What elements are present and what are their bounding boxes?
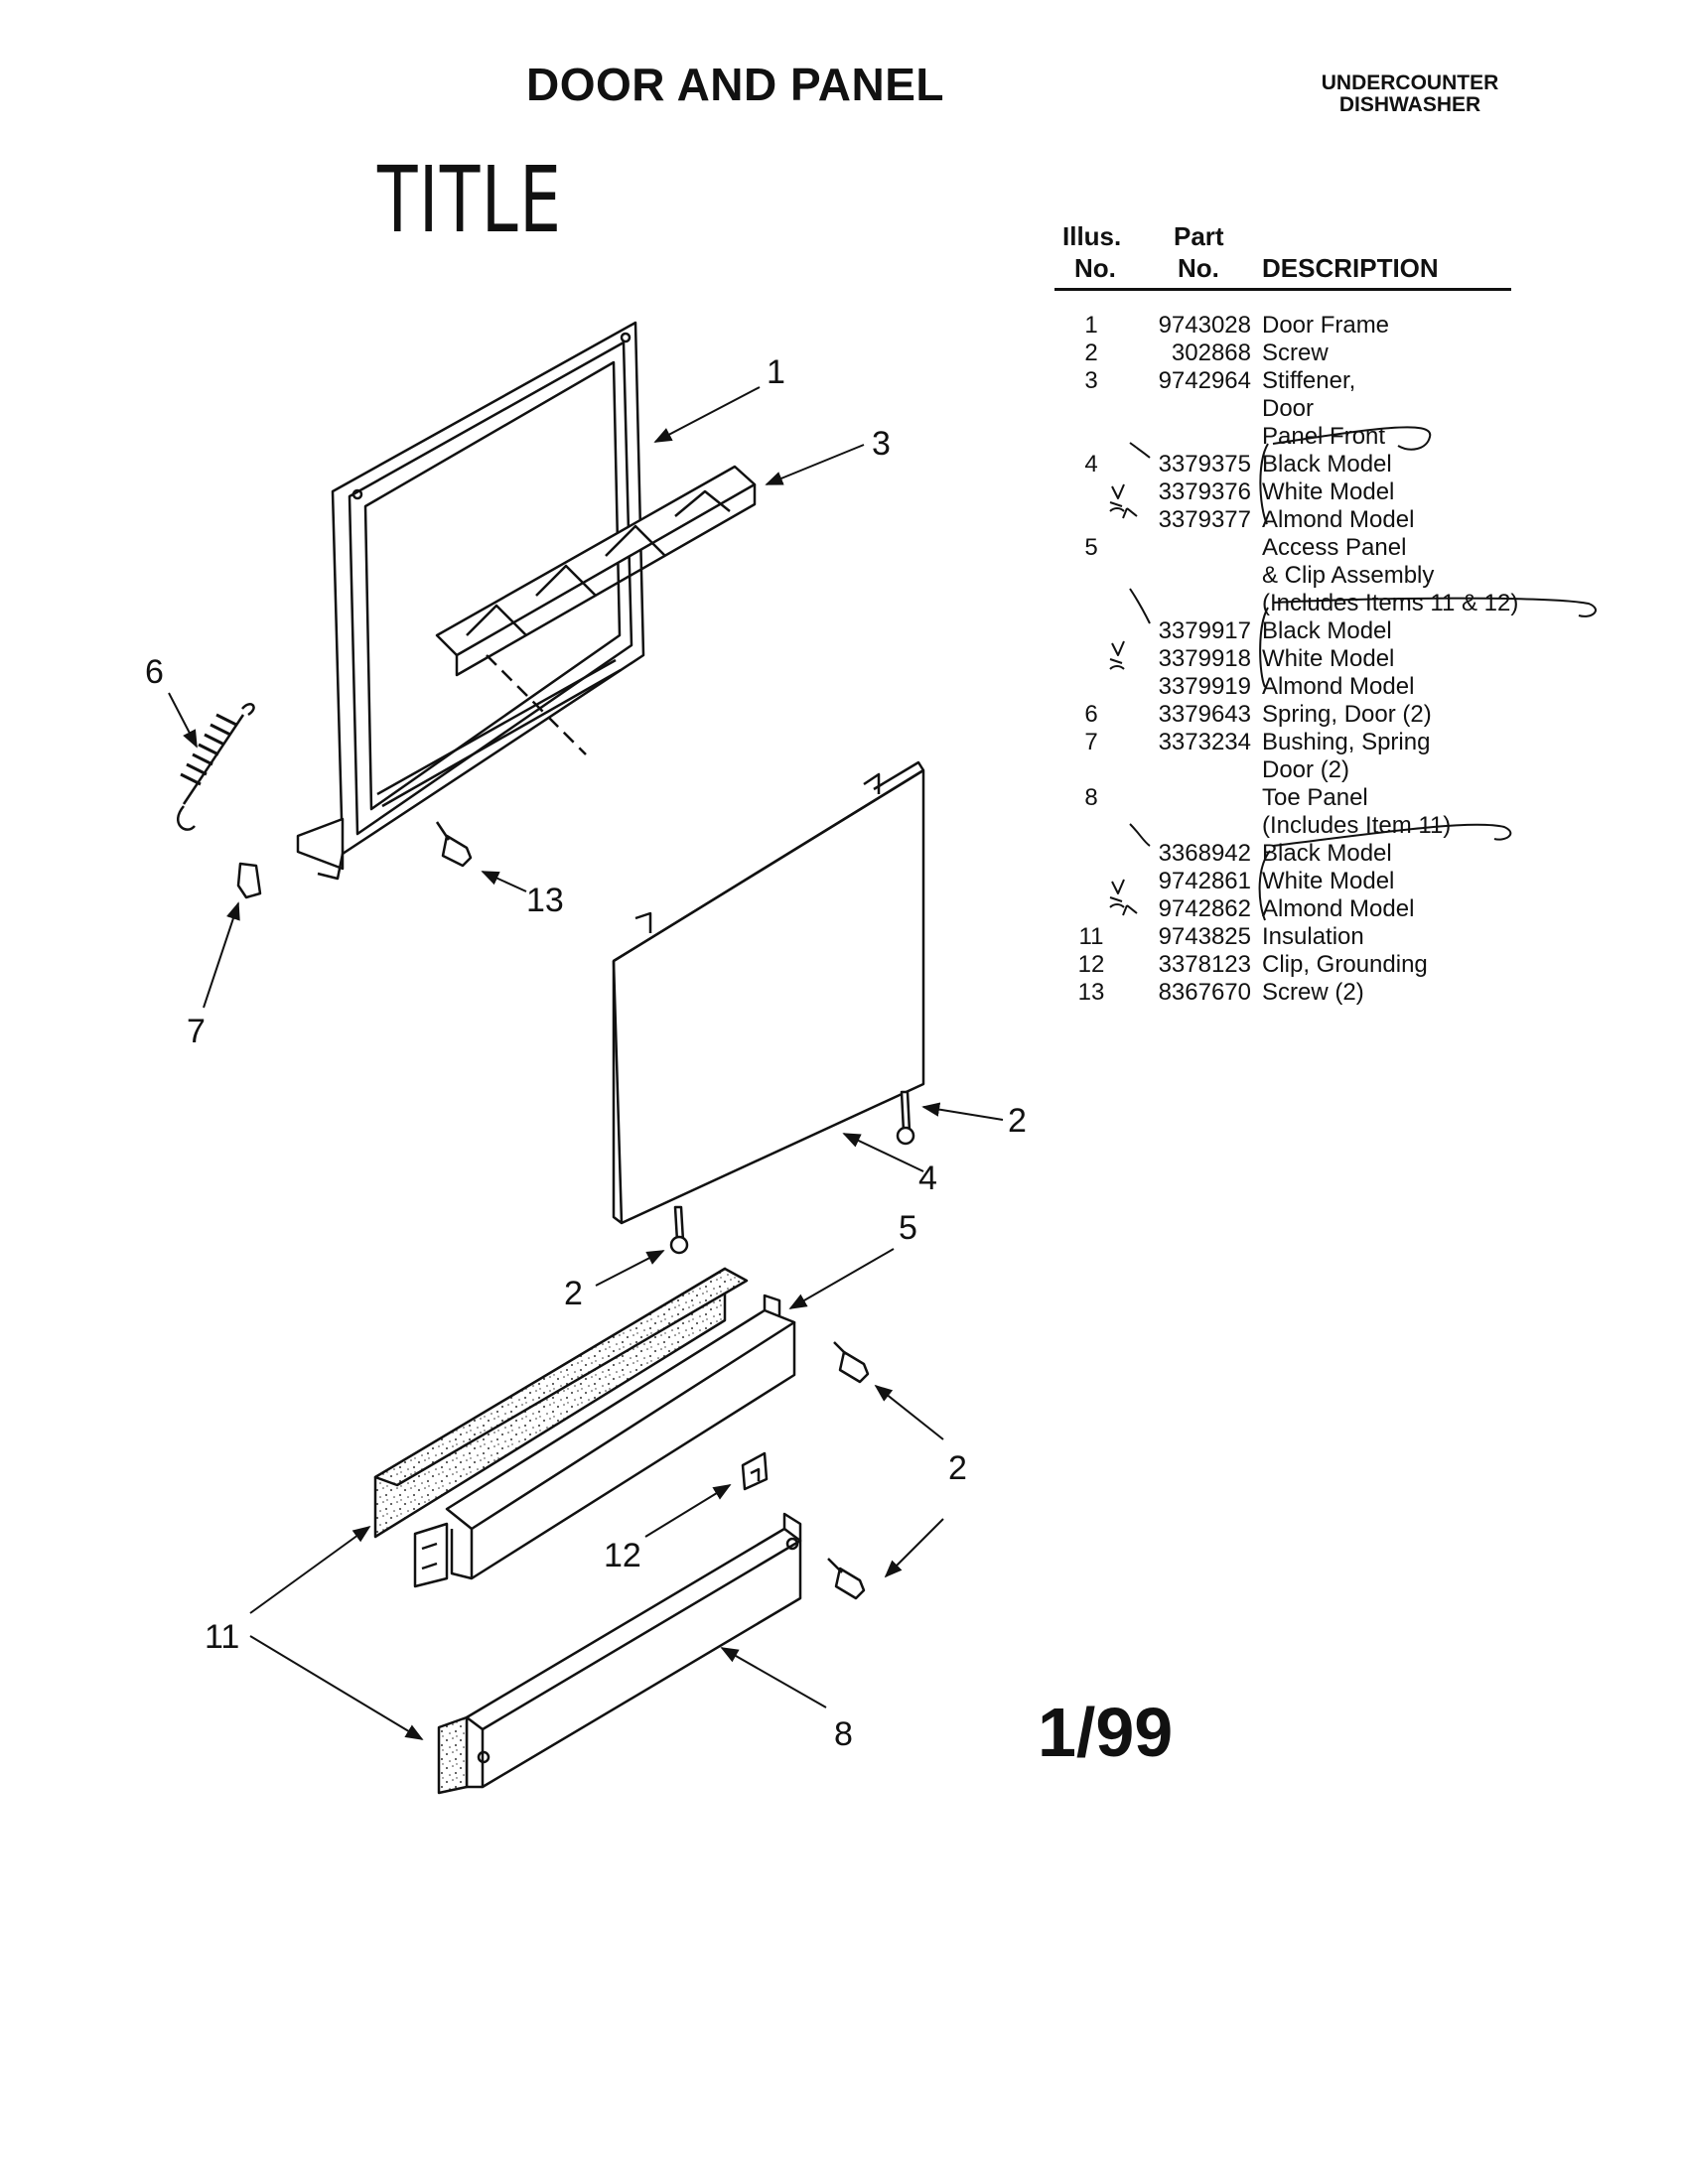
- handwritten-marks: [1109, 426, 1597, 921]
- part-description: White Model: [1262, 868, 1395, 894]
- header-part-line2: No.: [1178, 253, 1219, 283]
- part-number: 3373234: [1158, 729, 1251, 755]
- part-number: 9742862: [1158, 895, 1251, 922]
- page-title: DOOR AND PANEL: [526, 59, 944, 110]
- callout-2c: 2: [948, 1449, 967, 1487]
- part-number: 8367670: [1158, 979, 1251, 1006]
- part-description: Door (2): [1262, 756, 1350, 783]
- header-part-line1: Part: [1174, 221, 1224, 251]
- part-number: 9743028: [1158, 312, 1251, 339]
- part-description: Door Frame: [1262, 312, 1390, 339]
- part-number: 3379375: [1158, 451, 1251, 478]
- callout-11: 11: [205, 1618, 239, 1656]
- part-number: 3379919: [1158, 673, 1251, 700]
- part-number: 3379377: [1158, 506, 1251, 533]
- part-number: 9742964: [1158, 367, 1251, 394]
- callout-1: 1: [767, 353, 785, 391]
- part-description: Insulation: [1262, 923, 1364, 950]
- part-description: (Includes Items 11 & 12): [1262, 590, 1519, 616]
- stiffener-part: [435, 465, 757, 755]
- part-description: & Clip Assembly: [1262, 562, 1435, 589]
- part-description: Black Model: [1262, 451, 1392, 478]
- header-description: DESCRIPTION: [1262, 253, 1439, 283]
- part-number: 3379643: [1158, 701, 1251, 728]
- part-number: 3368942: [1158, 840, 1251, 867]
- header-illus-line2: No.: [1074, 253, 1116, 283]
- appliance-type-line1: UNDERCOUNTER: [1321, 71, 1499, 94]
- callout-13: 13: [526, 882, 564, 919]
- screw-2c-part: [833, 1341, 870, 1384]
- illus-number: 13: [1077, 979, 1105, 1006]
- part-description: Almond Model: [1262, 673, 1415, 700]
- toe-panel-part: [437, 1512, 802, 1795]
- screw-2a-part: [896, 1090, 915, 1146]
- illus-number: 2: [1084, 340, 1098, 366]
- part-description: Stiffener,: [1262, 367, 1356, 394]
- insulation-part: [373, 1267, 749, 1539]
- appliance-type: UNDERCOUNTER DISHWASHER: [1286, 72, 1534, 116]
- leader-lines: [168, 386, 1004, 1740]
- illus-number: 11: [1078, 923, 1104, 950]
- illus-number: 5: [1084, 534, 1098, 561]
- illus-number: 12: [1077, 951, 1105, 978]
- screw-2b-part: [669, 1205, 689, 1255]
- illus-number: 1: [1084, 312, 1098, 339]
- callout-3: 3: [872, 425, 891, 463]
- header-illus-line1: Illus.: [1062, 221, 1122, 251]
- part-description: White Model: [1262, 478, 1395, 505]
- illus-number: 6: [1084, 701, 1098, 728]
- part-number: 3379918: [1158, 645, 1251, 672]
- revision-date: 1/99: [1038, 1694, 1174, 1771]
- part-description: Toe Panel: [1262, 784, 1368, 811]
- part-number: 3378123: [1158, 951, 1251, 978]
- panel-front-part: [612, 760, 925, 1225]
- grounding-clip-part: [741, 1451, 769, 1491]
- part-description: Almond Model: [1262, 895, 1415, 922]
- access-panel-part: [413, 1294, 796, 1588]
- part-description: Screw: [1262, 340, 1329, 366]
- part-description: Black Model: [1262, 617, 1392, 644]
- door-spring-part: [177, 703, 255, 831]
- header-divider: [1054, 288, 1511, 291]
- part-description: White Model: [1262, 645, 1395, 672]
- part-number: 9742861: [1158, 868, 1251, 894]
- callout-6: 6: [145, 653, 164, 691]
- callout-2b: 2: [564, 1275, 583, 1312]
- handwritten-note: TITLE: [377, 147, 563, 253]
- illus-number: 8: [1084, 784, 1098, 811]
- callout-12: 12: [604, 1537, 641, 1574]
- callout-8: 8: [834, 1715, 853, 1753]
- part-description: Almond Model: [1262, 506, 1415, 533]
- callout-5: 5: [899, 1209, 917, 1247]
- illus-number: 3: [1084, 367, 1098, 394]
- door-frame-part: [296, 321, 645, 881]
- part-number: 9743825: [1158, 923, 1251, 950]
- part-number: 302868: [1171, 340, 1251, 366]
- spring-bushing-part: [236, 862, 262, 899]
- illus-number: 7: [1084, 729, 1098, 755]
- part-description: Clip, Grounding: [1262, 951, 1428, 978]
- appliance-type-line2: DISHWASHER: [1338, 93, 1481, 116]
- part-number: 3379376: [1158, 478, 1251, 505]
- callout-4: 4: [918, 1160, 937, 1197]
- screw-2d-part: [827, 1558, 866, 1600]
- part-description: Bushing, Spring: [1262, 729, 1431, 755]
- part-number: 3379917: [1158, 617, 1251, 644]
- part-description: Screw (2): [1262, 979, 1364, 1006]
- part-description: Access Panel: [1262, 534, 1407, 561]
- callout-2a: 2: [1008, 1102, 1027, 1140]
- callout-7: 7: [187, 1013, 206, 1050]
- illus-number: 4: [1084, 451, 1098, 478]
- part-description: Spring, Door (2): [1262, 701, 1432, 728]
- part-description: Door: [1262, 395, 1315, 422]
- screw-13-part: [435, 821, 473, 868]
